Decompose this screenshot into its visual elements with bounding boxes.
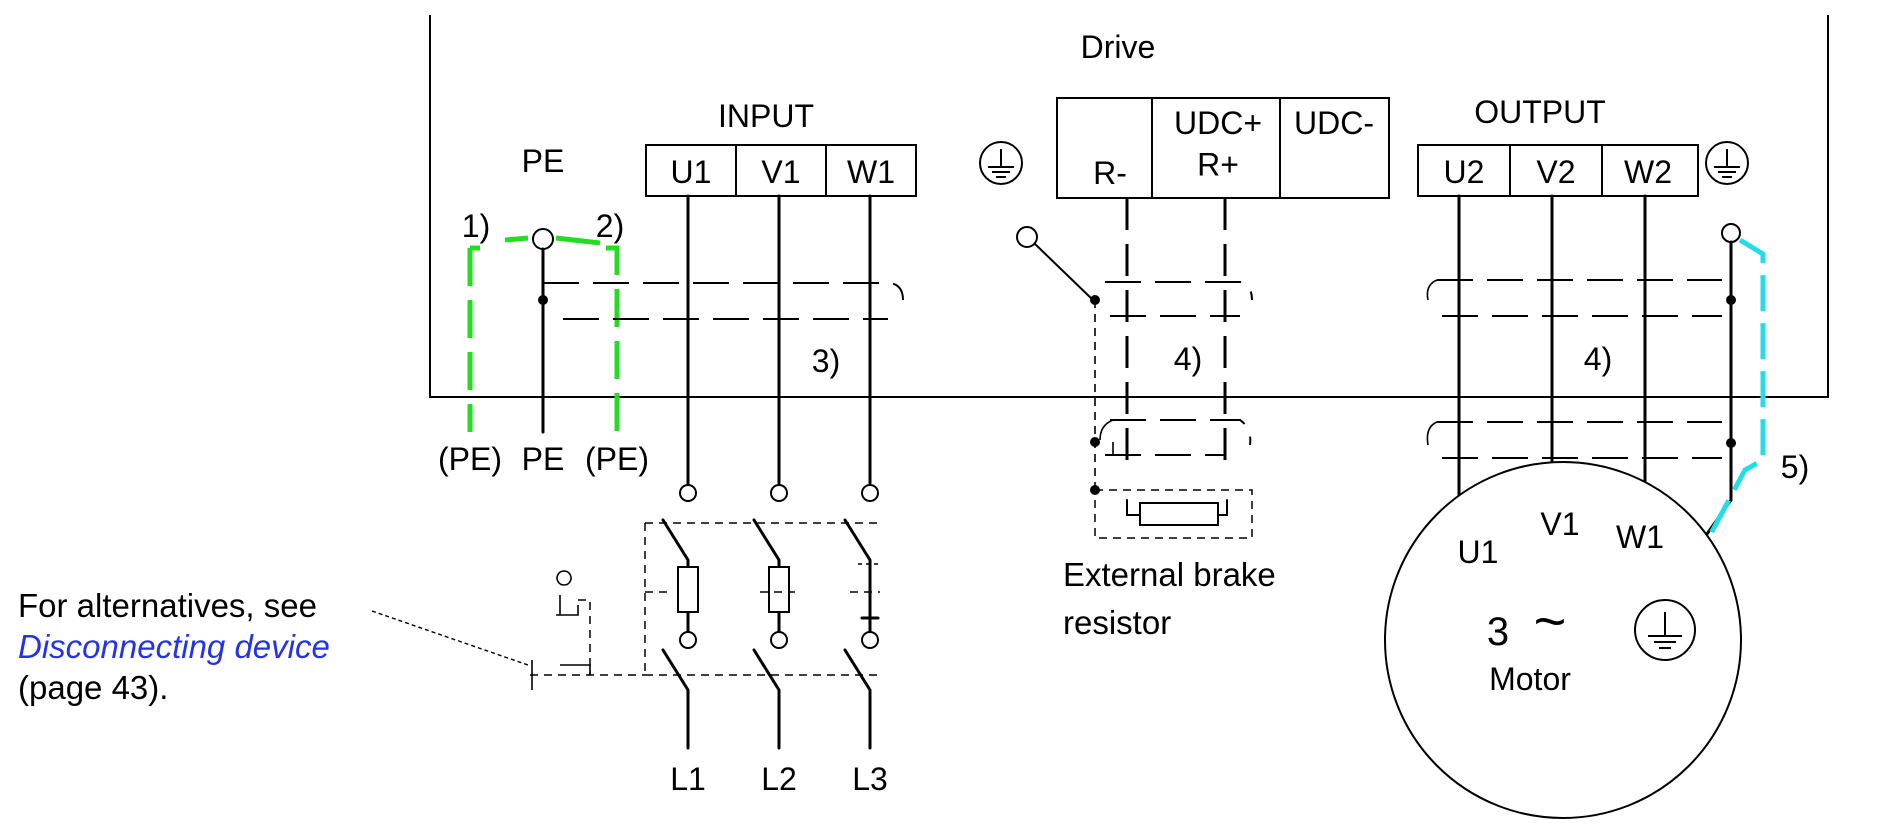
input-conductors — [686, 194, 872, 485]
motor-terminal-u1: U1 — [1458, 534, 1499, 570]
input-title: INPUT — [718, 98, 814, 134]
ground-symbol-icon — [1705, 141, 1749, 185]
output-terminal-w2: W2 — [1624, 154, 1672, 190]
drive-enclosure — [429, 15, 1829, 398]
motor-circle — [1384, 461, 1742, 819]
pe-label-right: (PE) — [585, 441, 649, 477]
supply-line-l3: L3 — [852, 761, 888, 797]
output-terminal-block — [1417, 144, 1699, 197]
output-conductors — [1457, 194, 1647, 514]
note-2: 2) — [596, 208, 624, 244]
brake-resistor — [1139, 502, 1219, 526]
brake-resistor-label-line1: External brake — [1063, 556, 1276, 593]
input-terminal-block — [645, 144, 917, 197]
caption-prefix: For alternatives, see — [18, 587, 317, 624]
pe-label: PE — [522, 143, 565, 179]
brake-terminal-block — [1056, 97, 1390, 199]
supply-line-l1: L1 — [670, 761, 706, 797]
input-disconnect — [530, 484, 880, 750]
note-4-output: 4) — [1584, 341, 1612, 377]
disconnect-handle — [531, 570, 591, 690]
pe-label-left: (PE) — [438, 441, 502, 477]
pe-terminal — [532, 228, 554, 250]
output-title: OUTPUT — [1474, 94, 1606, 130]
input-terminal-w1: W1 — [847, 154, 895, 190]
ground-symbol-icon — [979, 141, 1023, 185]
fuse-2 — [768, 566, 790, 613]
brake-terminal-r-minus: R- — [1093, 155, 1127, 191]
note-4-brake: 4) — [1174, 341, 1202, 377]
motor-pe-cyan — [1690, 237, 1766, 569]
caption-suffix: (page 43). — [18, 669, 169, 706]
note-5: 5) — [1781, 449, 1809, 485]
ground-symbol-icon — [1634, 599, 1696, 661]
brake-resistor-label-line2: resistor — [1063, 604, 1171, 641]
supply-line-l2: L2 — [761, 761, 797, 797]
input-cable-shield — [543, 282, 904, 320]
output-terminal-v2: V2 — [1536, 154, 1575, 190]
fuse-1 — [677, 566, 699, 613]
output-cable-shield — [1437, 279, 1722, 459]
motor-label: Motor — [1489, 661, 1571, 697]
note-3: 3) — [812, 343, 840, 379]
output-terminal-u2: U2 — [1444, 154, 1485, 190]
motor-terminal-w1: W1 — [1616, 519, 1664, 555]
disconnecting-device-link[interactable]: Disconnecting device — [18, 628, 330, 665]
drive-title: Drive — [1081, 29, 1156, 65]
disconnect-caption: For alternatives, see Disconnecting devi… — [18, 585, 418, 708]
motor-phase-count: 3 — [1487, 610, 1509, 654]
input-terminal-u1: U1 — [671, 154, 712, 190]
motor-terminal-v1: V1 — [1540, 506, 1579, 542]
brake-terminal-udc-minus: UDC- — [1294, 105, 1374, 141]
pe-green-conductors — [467, 235, 620, 432]
motor-ac-symbol: ~ — [1534, 589, 1567, 652]
pe-label-middle: PE — [522, 441, 565, 477]
brake-terminal-udc-plus-r-plus: UDC+R+ — [1174, 105, 1262, 183]
note-1: 1) — [462, 208, 490, 244]
input-terminal-v1: V1 — [761, 154, 800, 190]
